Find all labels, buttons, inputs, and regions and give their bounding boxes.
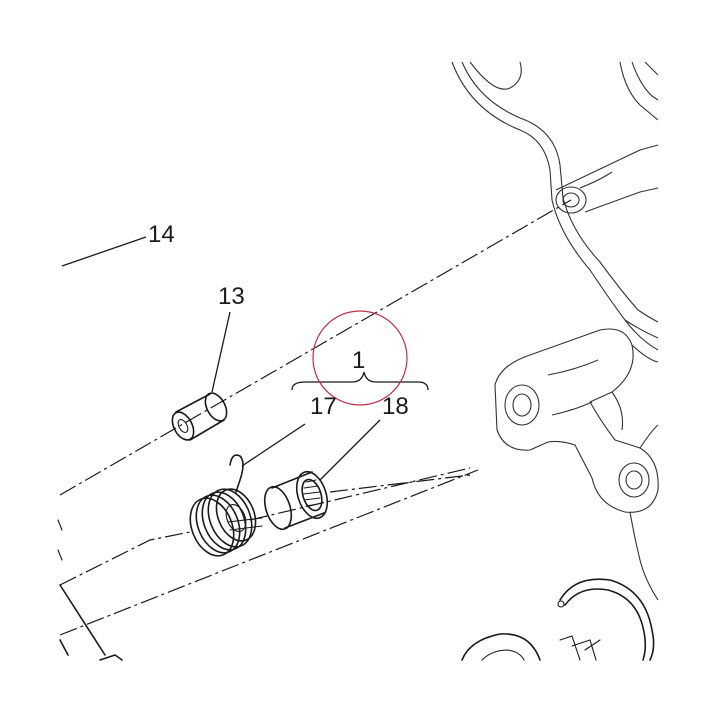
sleeve-part-13	[171, 392, 228, 441]
leader-14	[61, 236, 147, 267]
engine-case-outline	[451, 61, 659, 339]
callout-14: 14	[148, 221, 175, 248]
leader-13	[211, 311, 231, 393]
leader-18	[319, 419, 381, 481]
leader-lines	[61, 236, 429, 481]
callout-18: 18	[382, 393, 409, 420]
callout-17: 17	[310, 393, 337, 420]
shaft-fragment-left	[57, 519, 123, 661]
circlip	[557, 578, 655, 661]
torsion-spring-part-17	[189, 454, 263, 557]
callout-labels: 14 13 1 17 18	[148, 221, 409, 420]
leader-17	[241, 423, 306, 467]
assembly-brace-1	[291, 371, 429, 391]
needle-bearing-part-18	[263, 470, 329, 531]
washer	[461, 633, 541, 661]
shift-bracket	[494, 319, 659, 601]
center-lines	[59, 199, 572, 636]
shaft-end	[559, 635, 601, 661]
callout-13: 13	[218, 283, 245, 310]
callout-1: 1	[352, 347, 365, 374]
highlight-circle	[312, 310, 408, 406]
